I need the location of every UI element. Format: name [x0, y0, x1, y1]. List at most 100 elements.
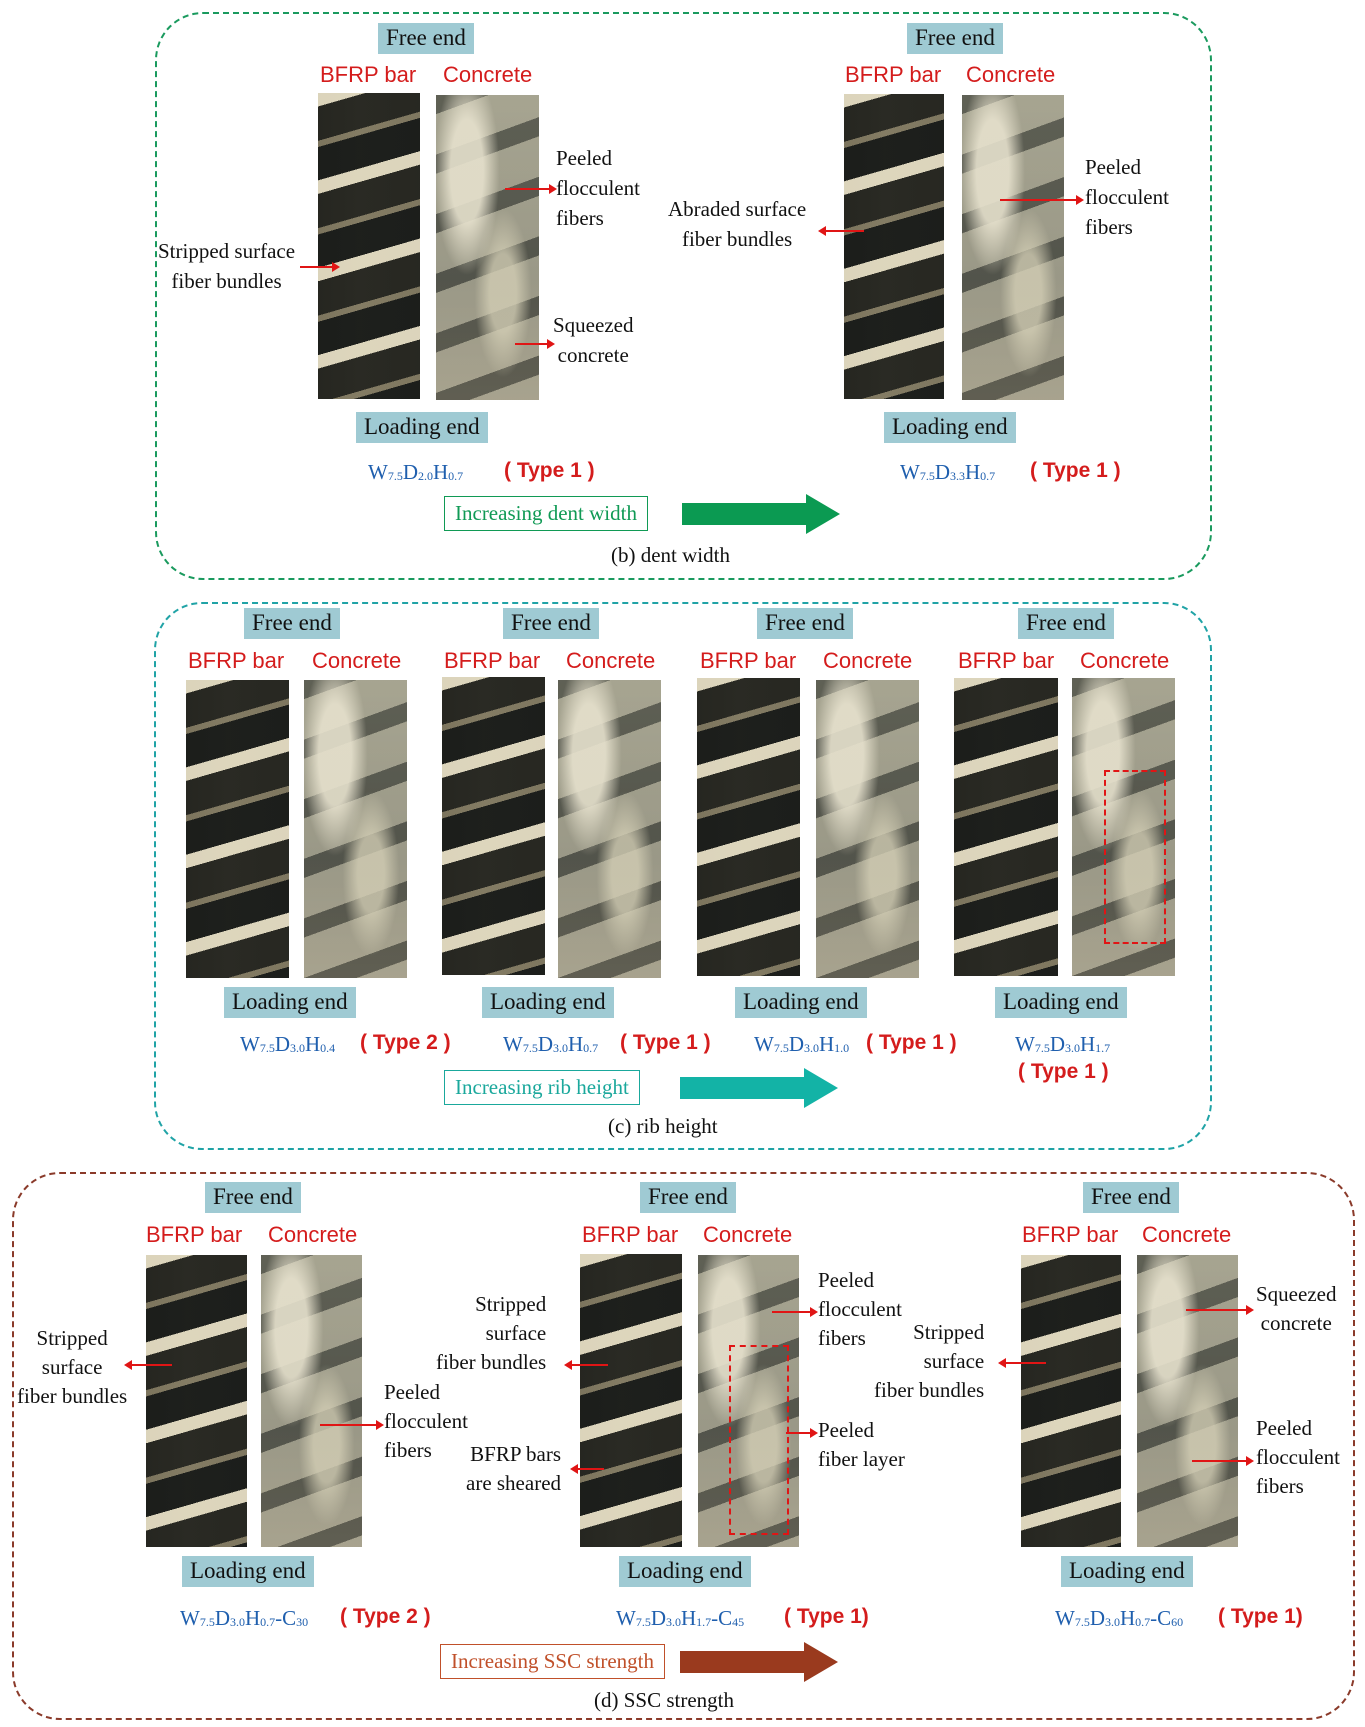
concrete-photo: [558, 680, 661, 978]
failure-type: ( Type 2 ): [340, 1605, 431, 1628]
bfrp-bar-photo: [318, 93, 420, 399]
bfrp-bar-label: BFRP bar: [1022, 1222, 1119, 1247]
panel-b-frame: [155, 12, 1212, 580]
specimen-id: W7.5D3.3H0.7: [900, 460, 996, 484]
bfrp-bar-label: BFRP bar: [320, 62, 417, 87]
failure-type: ( Type 2 ): [360, 1031, 451, 1054]
concrete-label: Concrete: [1080, 648, 1170, 673]
panel-caption: (d) SSC strength: [594, 1688, 735, 1712]
loading-end-label: Loading end: [182, 1556, 314, 1587]
annotation-arrow: [786, 1428, 818, 1438]
free-end-label: Free end: [1018, 608, 1114, 639]
annotation-arrow: [1000, 195, 1084, 205]
failure-type: ( Type 1): [784, 1605, 869, 1628]
panel-d-frame: [12, 1172, 1355, 1720]
failure-type: ( Type 1 ): [1018, 1060, 1109, 1083]
free-end-label: Free end: [907, 23, 1003, 54]
loading-end-label: Loading end: [884, 412, 1016, 443]
annotation-arrow: [515, 339, 555, 349]
annotation-arrow: [818, 226, 864, 236]
failure-type: ( Type 1 ): [504, 459, 595, 482]
concrete-label: Concrete: [443, 62, 533, 87]
loading-end-label: Loading end: [1061, 1556, 1193, 1587]
free-end-label: Free end: [378, 23, 474, 54]
free-end-label: Free end: [1083, 1182, 1179, 1213]
free-end-label: Free end: [757, 608, 853, 639]
bfrp-bar-photo: [844, 94, 944, 399]
specimen-id: W7.5D3.0H0.7-C60: [1055, 1606, 1184, 1630]
annotation-arrow: [570, 1464, 604, 1474]
specimen-id: W7.5D3.0H1.7: [1015, 1032, 1111, 1056]
free-end-label: Free end: [503, 608, 599, 639]
bfrp-bar-photo: [1021, 1255, 1121, 1547]
concrete-label: Concrete: [823, 648, 913, 673]
concrete-photo: [816, 680, 919, 978]
specimen-id: W7.5D2.0H0.7: [368, 460, 464, 484]
concrete-label: Concrete: [268, 1222, 358, 1247]
annotation-arrow: [998, 1358, 1046, 1368]
concrete-label: Concrete: [1142, 1222, 1232, 1247]
bfrp-bar-label: BFRP bar: [582, 1222, 679, 1247]
concrete-photo: [261, 1255, 362, 1547]
trend-arrow: [680, 1068, 838, 1108]
free-end-label: Free end: [244, 608, 340, 639]
annotation-arrow: [124, 1360, 172, 1370]
concrete-photo: [1072, 678, 1175, 976]
bfrp-bar-photo: [697, 678, 800, 976]
concrete-label: Concrete: [566, 648, 656, 673]
concrete-photo: [698, 1255, 799, 1547]
trend-arrow: [682, 494, 840, 534]
loading-end-label: Loading end: [356, 412, 488, 443]
bfrp-bar-photo: [580, 1254, 682, 1547]
loading-end-label: Loading end: [735, 987, 867, 1018]
free-end-label: Free end: [205, 1182, 301, 1213]
failure-type: ( Type 1): [1218, 1605, 1303, 1628]
specimen-id: W7.5D3.0H1.7-C45: [616, 1606, 745, 1630]
bfrp-bar-label: BFRP bar: [845, 62, 942, 87]
failure-type: ( Type 1 ): [620, 1031, 711, 1054]
loading-end-label: Loading end: [619, 1556, 751, 1587]
concrete-label: Concrete: [312, 648, 402, 673]
annotation-arrow: [1192, 1456, 1254, 1466]
concrete-label: Concrete: [966, 62, 1056, 87]
panel-c-frame: [154, 602, 1212, 1150]
bfrp-bar-photo: [442, 677, 545, 975]
loading-end-label: Loading end: [224, 987, 356, 1018]
specimen-id: W7.5D3.0H0.7: [503, 1032, 599, 1056]
bfrp-bar-label: BFRP bar: [146, 1222, 243, 1247]
concrete-photo: [1137, 1255, 1238, 1547]
trend-arrow: [680, 1642, 838, 1682]
annotation-arrow: [320, 1420, 384, 1430]
trend-label: Increasing rib height: [444, 1070, 640, 1105]
highlight-box: [729, 1345, 789, 1535]
bfrp-bar-photo: [186, 680, 289, 978]
concrete-photo: [962, 95, 1064, 400]
annotation-arrow: [1186, 1305, 1254, 1315]
concrete-photo: [436, 95, 539, 400]
loading-end-label: Loading end: [995, 987, 1127, 1018]
annotation-arrow: [505, 184, 557, 194]
bfrp-bar-label: BFRP bar: [444, 648, 541, 673]
annotation-arrow: [300, 262, 340, 272]
loading-end-label: Loading end: [482, 987, 614, 1018]
bfrp-bar-label: BFRP bar: [958, 648, 1055, 673]
annotation-arrow: [564, 1360, 608, 1370]
bfrp-bar-photo: [146, 1255, 247, 1547]
bfrp-bar-label: BFRP bar: [700, 648, 797, 673]
failure-type: ( Type 1 ): [866, 1031, 957, 1054]
bfrp-bar-label: BFRP bar: [188, 648, 285, 673]
specimen-id: W7.5D3.0H0.4: [240, 1032, 336, 1056]
bfrp-bar-photo: [954, 678, 1058, 976]
